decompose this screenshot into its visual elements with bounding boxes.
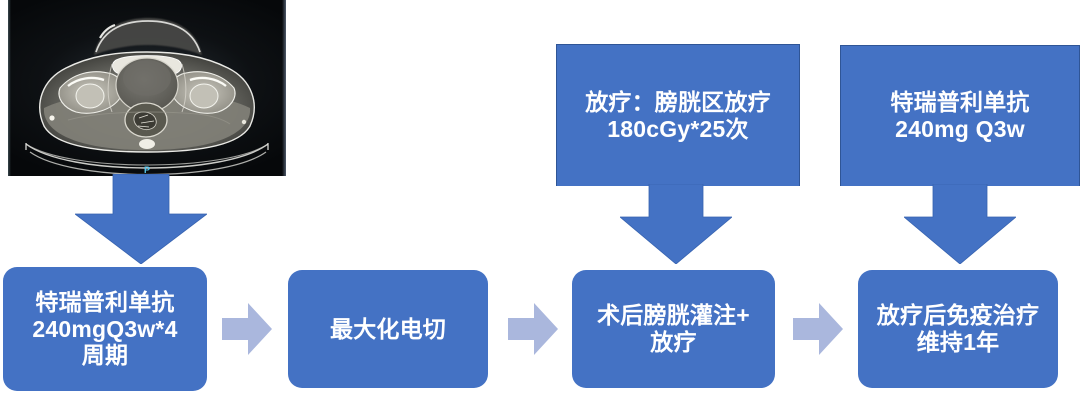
- pelvic-ct-image: P: [8, 0, 286, 176]
- ct-right-edge: [282, 0, 286, 176]
- ct-orientation-marker-p: P: [143, 165, 151, 175]
- arrow-postop-to-maintenance: [793, 303, 843, 355]
- node-post-rt-immunotherapy[interactable]: 放疗后免疫治疗 维持1年: [858, 270, 1058, 388]
- arrow-toripalimab-to-maintenance: [904, 184, 1016, 264]
- node-toripalimab-maintenance[interactable]: 特瑞普利单抗 240mg Q3w: [840, 45, 1080, 186]
- arrow-induction-to-turbt: [222, 303, 272, 355]
- node-induction-immunotherapy[interactable]: 特瑞普利单抗 240mgQ3w*4 周期: [3, 267, 207, 391]
- node-radiotherapy[interactable]: 放疗：膀胱区放疗 180cGy*25次: [556, 44, 800, 186]
- ct-left-edge: [8, 0, 11, 176]
- arrow-turbt-to-postop: [508, 303, 558, 355]
- arrow-ct-to-induction: [75, 174, 207, 264]
- ct-anatomy-graphic: [25, 18, 269, 176]
- node-post-op-instillation[interactable]: 术后膀胱灌注+ 放疗: [572, 270, 775, 388]
- node-maximal-turbt[interactable]: 最大化电切: [288, 270, 488, 388]
- arrow-radiotherapy-to-postop: [620, 184, 732, 264]
